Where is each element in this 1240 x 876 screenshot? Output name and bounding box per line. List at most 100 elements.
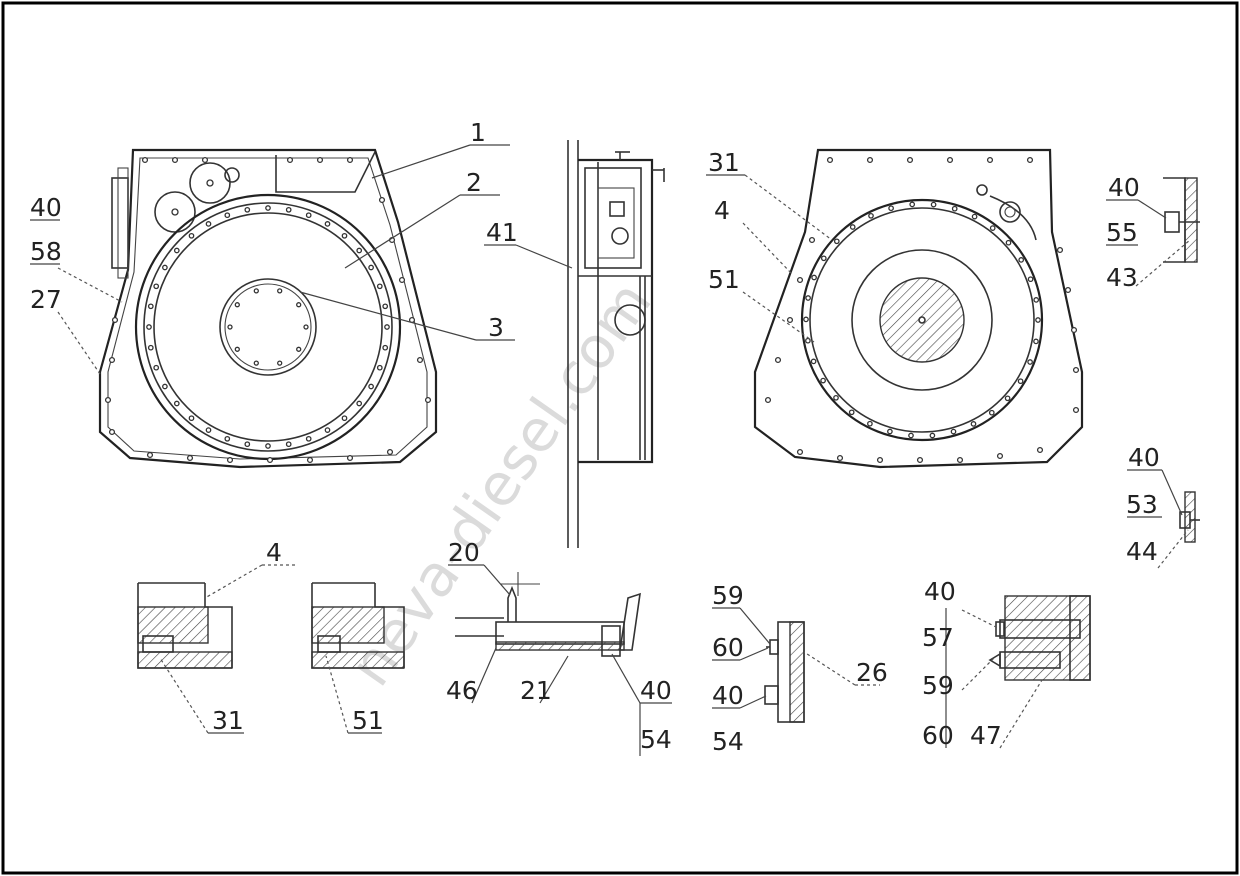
bolt-hole	[201, 156, 209, 164]
label-part-2: 2	[466, 168, 482, 197]
bolt-hole	[416, 356, 424, 364]
bolt-hole	[1026, 156, 1034, 164]
housing-front-view	[98, 148, 438, 469]
bolt-hole	[1033, 297, 1040, 303]
label-part-1: 1	[470, 118, 486, 147]
bolt-hole	[356, 400, 363, 407]
label-part-27: 27	[30, 285, 62, 314]
bolt-hole	[104, 396, 112, 404]
bolt-hole	[906, 156, 914, 164]
detail-plate-21	[455, 572, 641, 657]
label-part-59: 59	[712, 581, 744, 610]
label-part-3: 3	[488, 313, 504, 342]
bolt-hole	[171, 208, 179, 216]
bolt-hole	[876, 456, 884, 464]
label-part-58: 58	[30, 237, 62, 266]
bolt-hole	[908, 432, 914, 439]
label-part-46: 46	[446, 676, 478, 705]
bolt-hole	[234, 346, 240, 352]
bolt-hole	[316, 156, 324, 164]
bolt-hole	[253, 360, 259, 366]
bolt-hole	[186, 454, 194, 462]
bolt-hole	[774, 356, 782, 364]
housing-side-view	[567, 140, 665, 548]
label-part-40: 40	[640, 676, 672, 705]
bolt-hole	[253, 288, 259, 294]
bolt-hole	[141, 156, 149, 164]
label-part-40: 40	[1108, 173, 1140, 202]
label-part-40: 40	[1128, 443, 1160, 472]
bolt-hole	[108, 428, 116, 436]
bolt-hole	[956, 456, 964, 464]
bolt-hole	[868, 212, 874, 219]
detail-stud-26	[764, 621, 805, 723]
bolt-hole	[384, 324, 390, 330]
bolt-hole	[996, 452, 1004, 460]
label-part-60: 60	[712, 633, 744, 662]
label-part-51: 51	[352, 706, 384, 735]
label-part-31: 31	[212, 706, 244, 735]
bolt-hole	[368, 264, 374, 271]
bolt-hole	[378, 196, 386, 204]
bolt-hole	[296, 302, 302, 308]
label-part-54: 54	[640, 725, 672, 754]
bolt-hole	[946, 156, 954, 164]
bolt-hole	[147, 344, 154, 351]
bolt-hole	[305, 212, 312, 219]
bolt-hole	[811, 274, 817, 281]
detail-seal-31	[137, 582, 233, 669]
leader-lines	[30, 144, 1191, 756]
bolt-hole	[1017, 378, 1024, 385]
bolt-hole	[929, 432, 936, 439]
bolt-hole	[108, 356, 116, 364]
label-part-44: 44	[1126, 537, 1158, 566]
bolt-hole	[805, 295, 811, 301]
bolt-hole	[971, 213, 978, 220]
label-part-54: 54	[712, 727, 744, 756]
bolt-hole	[849, 224, 856, 230]
label-part-53: 53	[1126, 490, 1158, 519]
bolt-hole	[368, 383, 374, 390]
bolt-hole	[227, 324, 233, 330]
label-part-55: 55	[1106, 218, 1138, 247]
bolt-hole	[808, 236, 816, 244]
bolt-hole	[277, 288, 283, 294]
bolt-hole	[188, 415, 195, 422]
bolt-hole	[916, 456, 924, 464]
bolt-hole	[376, 283, 383, 290]
bolt-hole	[887, 428, 893, 435]
label-part-40: 40	[30, 193, 62, 222]
detail-seal-51	[311, 582, 405, 669]
bolt-hole	[805, 337, 811, 344]
label-part-40: 40	[924, 577, 956, 606]
bolt-hole	[324, 221, 331, 227]
bolt-hole	[803, 316, 809, 323]
bolt-hole	[244, 441, 251, 448]
bolt-hole	[950, 428, 957, 435]
bolt-hole	[265, 443, 271, 449]
label-part-4: 4	[714, 196, 730, 225]
housing-rear-view	[753, 148, 1084, 469]
bolt-hole	[346, 156, 354, 164]
detail-bolt-55	[1163, 177, 1200, 263]
bolt-hole	[820, 377, 826, 384]
bolt-hole	[341, 232, 348, 239]
bolt-hole	[1005, 239, 1012, 246]
bolt-hole	[206, 179, 214, 187]
bolt-hole	[146, 451, 154, 459]
label-part-43: 43	[1106, 263, 1138, 292]
detail-bolts-47	[988, 595, 1091, 681]
label-part-51: 51	[708, 265, 740, 294]
bolt-hole	[1027, 359, 1033, 365]
bolt-hole	[867, 420, 873, 427]
bolt-hole	[226, 456, 234, 464]
label-part-21: 21	[520, 676, 552, 705]
bolt-hole	[147, 303, 154, 310]
bolt-hole	[1027, 276, 1034, 283]
bolt-hole	[285, 441, 292, 448]
label-part-41: 41	[486, 218, 518, 247]
bolt-hole	[1004, 395, 1011, 402]
label-part-57: 57	[922, 623, 954, 652]
bolt-hole	[265, 205, 271, 211]
bolt-hole	[224, 212, 231, 219]
